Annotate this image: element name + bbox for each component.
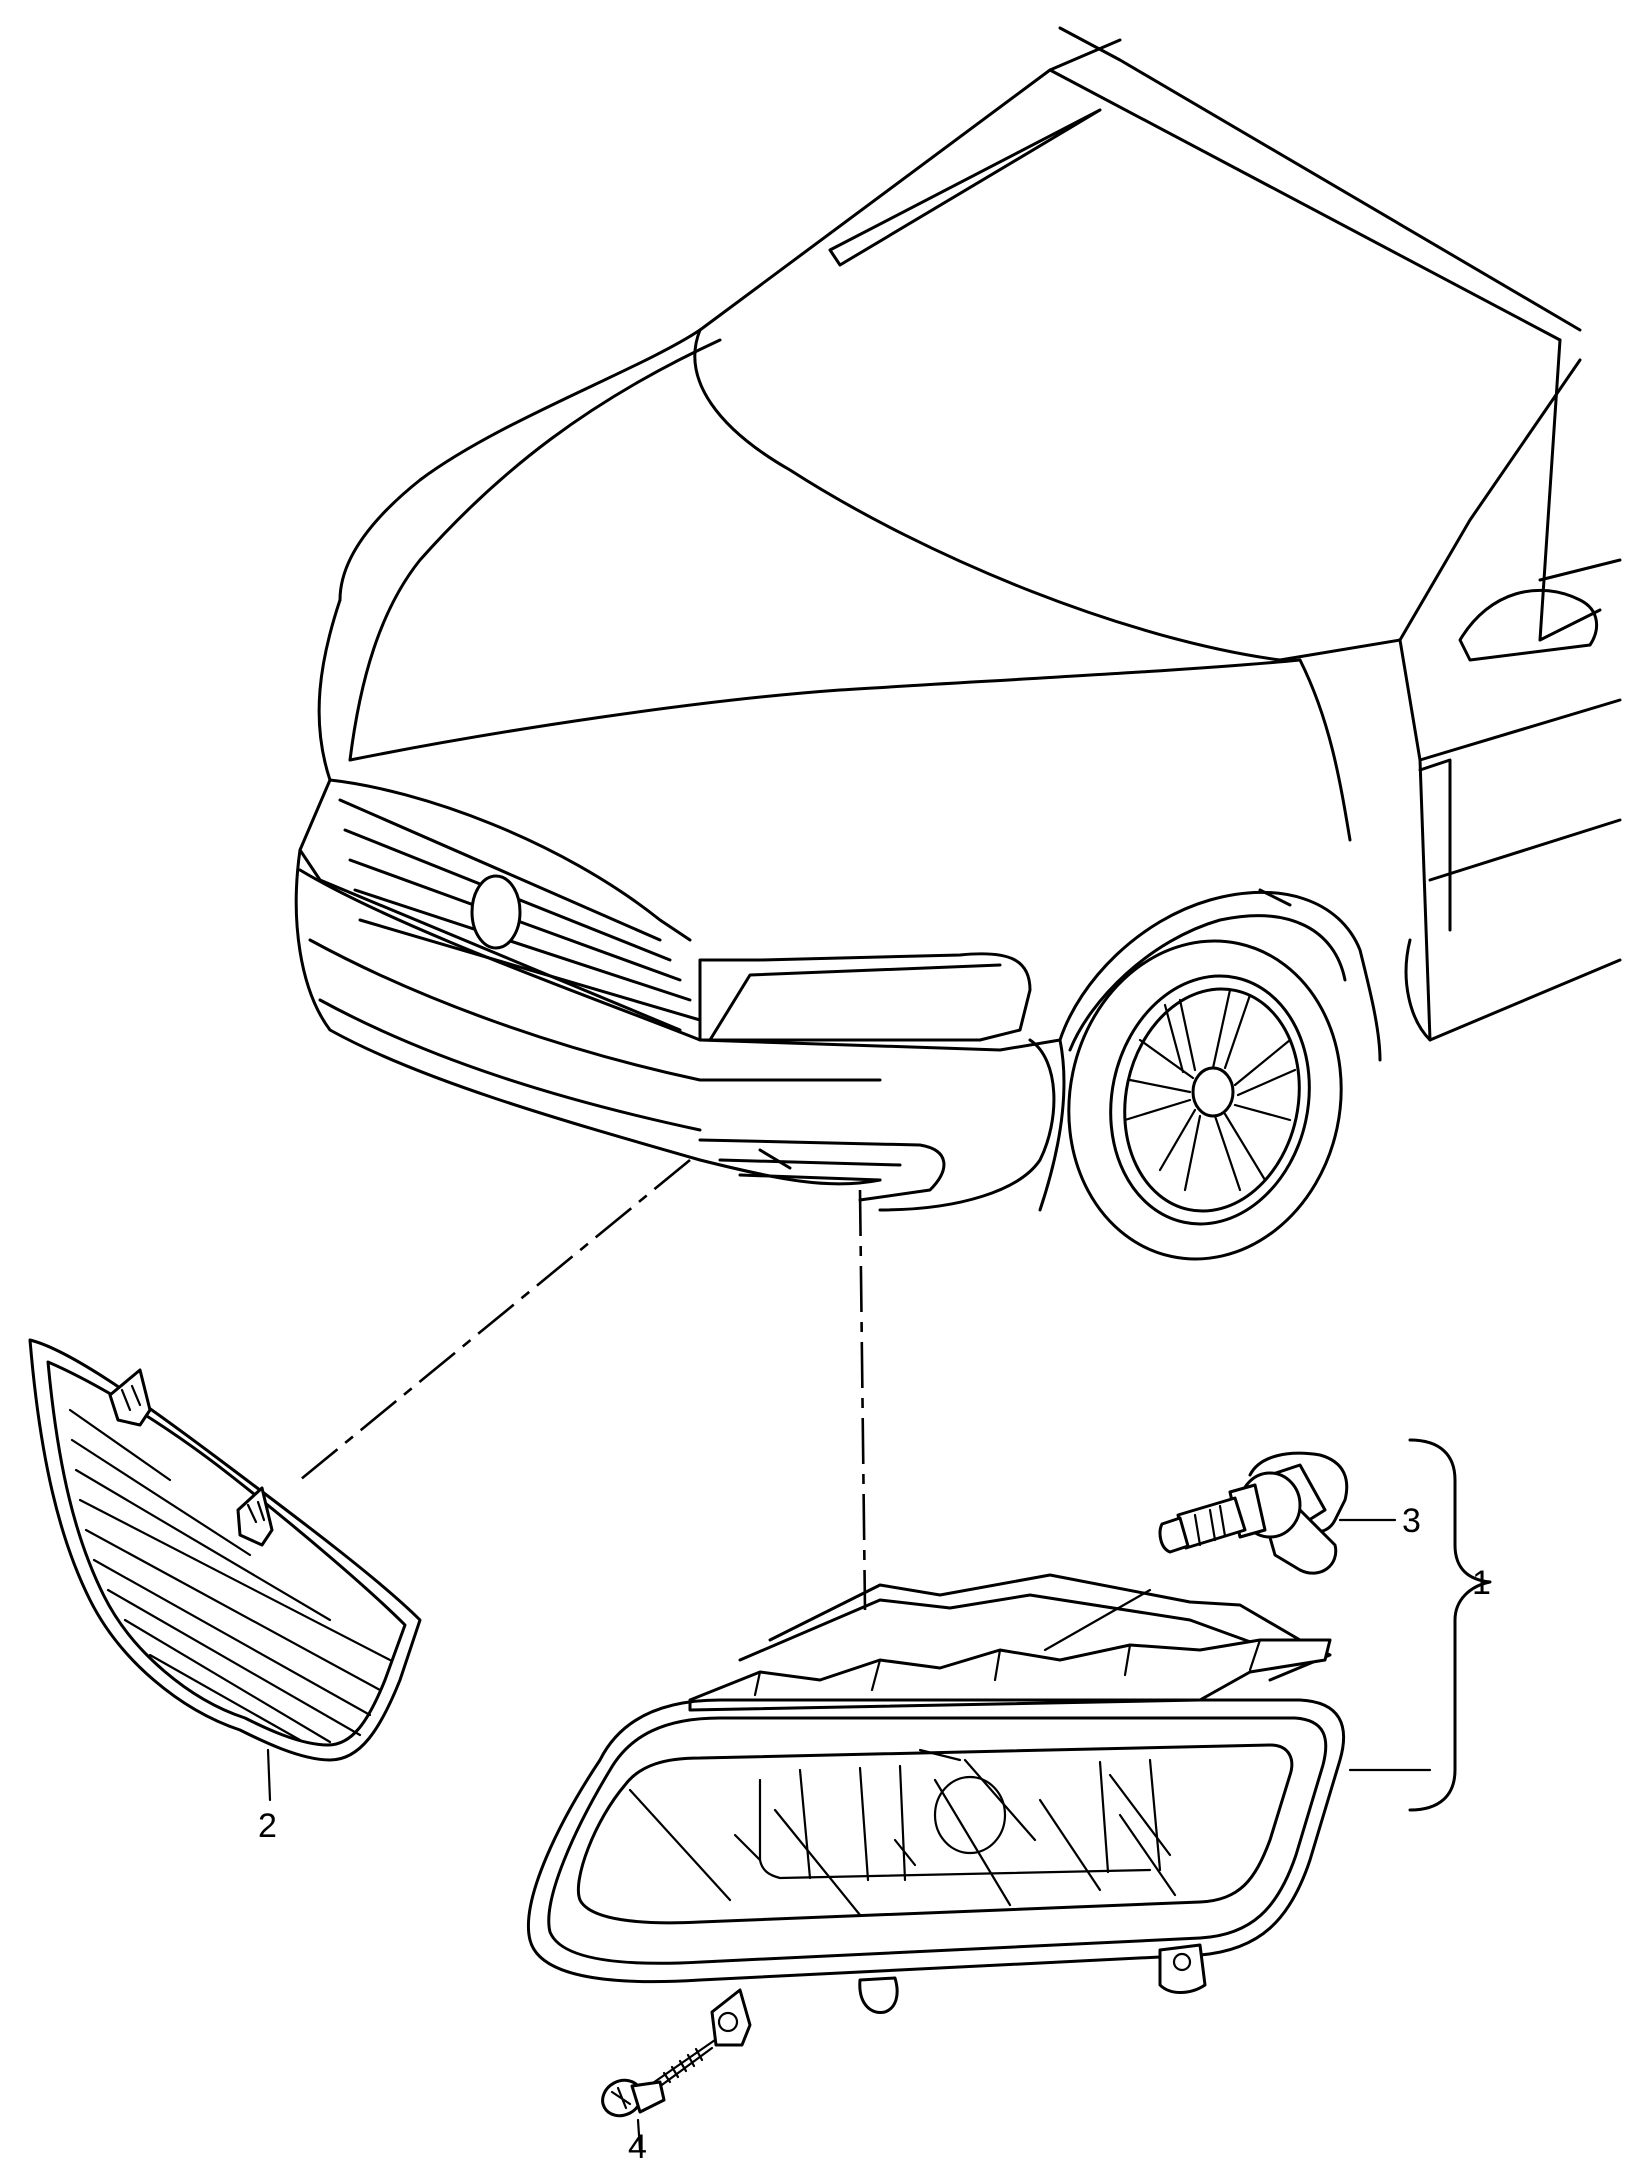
callout-4-leader — [636, 2118, 642, 2152]
callout-4-label: 4 — [628, 2128, 647, 2161]
grille-insert-part — [28, 1338, 422, 1802]
callout-2-label: 2 — [258, 1807, 277, 1845]
assembly-bracket — [1408, 1438, 1492, 1812]
fog-light-part — [527, 1573, 1432, 2047]
grille-upper — [298, 778, 702, 1032]
wheel — [1067, 939, 1343, 1261]
car-illustration — [294, 26, 1622, 1261]
leader-grille — [299, 1158, 691, 1482]
callout-3-label: 3 — [1402, 1502, 1421, 1540]
bulb-part — [1043, 1451, 1397, 1652]
leader-fog-light — [858, 1189, 867, 1611]
callout-2-leader — [266, 1748, 272, 1802]
callout-1-label: 1 — [1472, 1564, 1491, 1602]
brand-emblem — [470, 874, 522, 950]
screw-part — [601, 2038, 717, 2152]
